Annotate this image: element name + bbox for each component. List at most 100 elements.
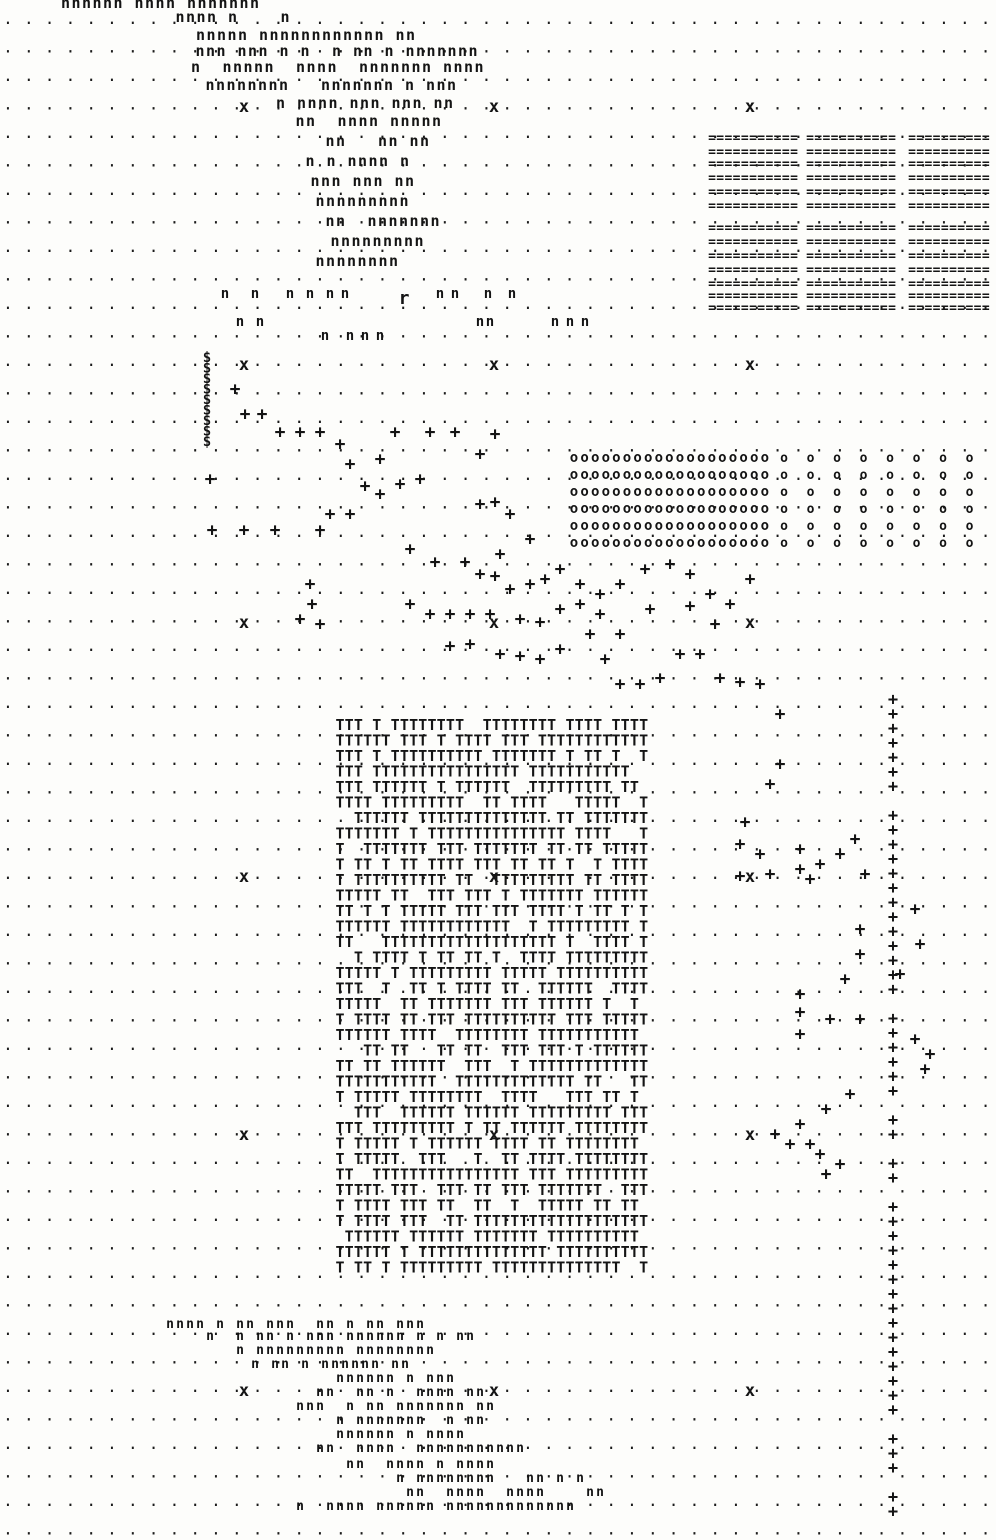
- grid-dot: .: [482, 693, 492, 712]
- text-block-mark: =: [941, 235, 949, 250]
- grid-dot: .: [66, 95, 76, 114]
- grid-dot: .: [794, 209, 804, 228]
- hatch-mark: n: [326, 1499, 334, 1514]
- text-block-mark: =: [708, 145, 716, 160]
- hatch-mark: n: [366, 1343, 374, 1358]
- hatch-mark: n: [306, 58, 315, 76]
- grid-dot: .: [877, 950, 887, 969]
- circle-mark: o: [655, 467, 663, 483]
- text-block-mark: =: [782, 145, 790, 160]
- grid-dot: .: [898, 636, 908, 655]
- path-mark: +: [795, 839, 806, 860]
- grid-dot: .: [482, 579, 492, 598]
- dark-shade-mark: T: [363, 1259, 372, 1277]
- grid-dot: .: [565, 636, 575, 655]
- grid-dot: .: [3, 494, 13, 513]
- circle-mark: o: [676, 535, 684, 551]
- grid-dot: .: [814, 1463, 824, 1482]
- grid-dot: .: [398, 351, 408, 370]
- grid-dot: .: [690, 408, 700, 427]
- dark-shade-mark: T: [621, 1104, 630, 1122]
- circle-mark: o: [780, 536, 788, 551]
- circle-mark: o: [623, 484, 631, 500]
- grid-dot: .: [669, 807, 679, 826]
- text-block-mark: =: [806, 185, 814, 200]
- text-block-mark: =: [888, 277, 896, 292]
- hatch-mark: n: [328, 94, 337, 112]
- dark-shade-mark: T: [575, 887, 584, 905]
- grid-dot: .: [918, 180, 928, 199]
- dark-shade-mark: T: [483, 1026, 492, 1044]
- text-block-mark: =: [765, 277, 773, 292]
- hatch-mark: n: [216, 42, 225, 60]
- text-block-mark: =: [831, 171, 839, 186]
- grid-dot: .: [502, 665, 512, 684]
- text-block-mark: =: [757, 145, 765, 160]
- hatch-mark: n: [315, 192, 324, 210]
- text-block-mark: =: [855, 171, 863, 186]
- grid-dot: .: [274, 1320, 284, 1339]
- text-block-mark: =: [774, 171, 782, 186]
- grid-dot: .: [960, 1320, 970, 1339]
- text-block-mark: =: [982, 277, 990, 292]
- dark-shade-mark: T: [372, 1212, 381, 1230]
- grid-dot: .: [669, 1520, 679, 1539]
- grid-dot: .: [128, 408, 138, 427]
- grid-dot: .: [710, 1092, 720, 1111]
- grid-dot: .: [45, 1064, 55, 1083]
- grid-dot: .: [939, 1121, 949, 1140]
- grid-dot: .: [544, 1434, 554, 1453]
- grid-dot: .: [586, 323, 596, 342]
- grid-dot: .: [482, 807, 492, 826]
- path-mark: +: [460, 552, 471, 573]
- grid-dot: .: [190, 180, 200, 199]
- grid-dot: .: [232, 893, 242, 912]
- dark-shade-mark: T: [473, 1150, 482, 1168]
- hatch-mark: n: [279, 76, 288, 94]
- hatch-mark: n: [380, 58, 389, 76]
- circle-mark: o: [886, 485, 894, 500]
- dark-shade-mark: T: [575, 1197, 584, 1215]
- grid-dot: .: [856, 380, 866, 399]
- grid-dot: .: [544, 1520, 554, 1539]
- path-mark: +: [805, 1134, 816, 1155]
- grid-dot: .: [419, 1491, 429, 1510]
- text-block-mark: =: [814, 301, 822, 316]
- grid-dot: .: [669, 522, 679, 541]
- grid-dot: .: [710, 1520, 720, 1539]
- text-block-mark: =: [916, 301, 924, 316]
- grid-dot: .: [502, 1263, 512, 1282]
- grid-dot: .: [232, 1263, 242, 1282]
- dark-shade-mark: T: [575, 1228, 584, 1246]
- grid-dot: .: [253, 551, 263, 570]
- grid-dot: .: [274, 921, 284, 940]
- grid-dot: .: [856, 693, 866, 712]
- grid-dot: .: [315, 237, 325, 256]
- grid-dot: .: [502, 494, 512, 513]
- grid-dot: .: [461, 522, 471, 541]
- grid-dot: .: [918, 294, 928, 313]
- grid-dot: .: [190, 1520, 200, 1539]
- grid-dot: .: [752, 38, 762, 57]
- grid-dot: .: [648, 465, 658, 484]
- path-mark: +: [715, 668, 726, 689]
- grid-dot: .: [981, 1007, 991, 1026]
- hatch-mark: n: [207, 8, 216, 26]
- hatch-mark: n: [416, 1457, 424, 1472]
- grid-dot: .: [835, 1520, 845, 1539]
- grid-dot: .: [294, 465, 304, 484]
- grid-dot: .: [149, 408, 159, 427]
- grid-dot: .: [648, 1007, 658, 1026]
- grid-dot: .: [24, 1235, 34, 1254]
- hatch-mark: n: [456, 1399, 464, 1414]
- hatch-mark: n: [466, 1329, 474, 1344]
- grid-dot: .: [66, 950, 76, 969]
- grid-dot: .: [586, 864, 596, 883]
- grid-dot: .: [440, 1007, 450, 1026]
- grid-dot: .: [835, 380, 845, 399]
- hatch-mark: n: [317, 58, 326, 76]
- circle-mark: o: [750, 518, 758, 534]
- grid-dot: .: [357, 1064, 367, 1083]
- hatch-mark: n: [436, 1385, 444, 1400]
- dark-shade-mark: T: [565, 933, 574, 951]
